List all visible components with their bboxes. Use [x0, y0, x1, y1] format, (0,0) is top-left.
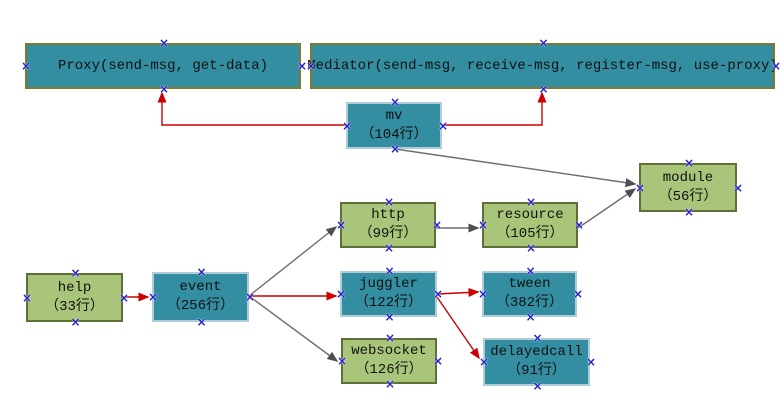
node-label: http — [371, 207, 405, 224]
node-websocket[interactable]: websocket （126行） — [341, 338, 437, 384]
node-proxy[interactable]: Proxy(send-msg, get-data) — [25, 43, 301, 89]
node-label: Proxy(send-msg, get-data) — [57, 57, 269, 74]
edge-resource-module[interactable] — [577, 188, 637, 229]
node-http[interactable]: http （99行） — [340, 202, 436, 248]
node-label: help — [57, 279, 92, 296]
node-label: Mediator(send-msg, receive-msg, register… — [307, 57, 778, 74]
node-label: resource — [496, 207, 564, 224]
node-delayedcall[interactable]: delayedcall （91行） — [483, 338, 590, 386]
node-line-count: （105行） — [496, 226, 564, 242]
node-label: module — [662, 169, 714, 186]
node-line-count: （382行） — [495, 295, 564, 311]
node-line-count: （91行） — [507, 363, 566, 379]
edge-event-http[interactable] — [248, 226, 338, 297]
node-label: tween — [508, 276, 551, 293]
node-mv[interactable]: mv （104行） — [346, 102, 442, 149]
node-line-count: （122行） — [354, 295, 423, 311]
node-resource[interactable]: resource （105行） — [482, 202, 578, 248]
node-label: event — [179, 279, 222, 296]
node-label: juggler — [359, 276, 418, 293]
node-label: delayedcall — [490, 344, 583, 361]
node-event[interactable]: event （256行） — [152, 272, 249, 322]
node-help[interactable]: help （33行） — [26, 273, 123, 322]
node-line-count: （104行） — [360, 126, 428, 143]
edge-juggler-tween[interactable] — [436, 287, 480, 297]
node-juggler[interactable]: juggler （122行） — [340, 271, 437, 317]
node-line-count: （56行） — [658, 188, 718, 205]
edge-event-websocket[interactable] — [248, 295, 339, 362]
node-module[interactable]: module （56行） — [639, 163, 737, 212]
node-tween[interactable]: tween （382行） — [482, 271, 577, 317]
edge-mv-proxy[interactable] — [157, 91, 346, 126]
edge-juggler-delayedcall[interactable] — [436, 296, 480, 360]
node-line-count: （33行） — [45, 298, 104, 315]
edge-mv-module[interactable] — [394, 148, 637, 188]
node-line-count: （256行） — [166, 298, 235, 314]
edge-mv-mediator[interactable] — [442, 91, 547, 126]
node-line-count: （126行） — [355, 362, 423, 378]
node-mediator[interactable]: Mediator(send-msg, receive-msg, register… — [307, 43, 778, 89]
node-label: mv — [385, 107, 403, 124]
node-label: websocket — [351, 343, 427, 360]
node-line-count: （99行） — [358, 226, 418, 242]
